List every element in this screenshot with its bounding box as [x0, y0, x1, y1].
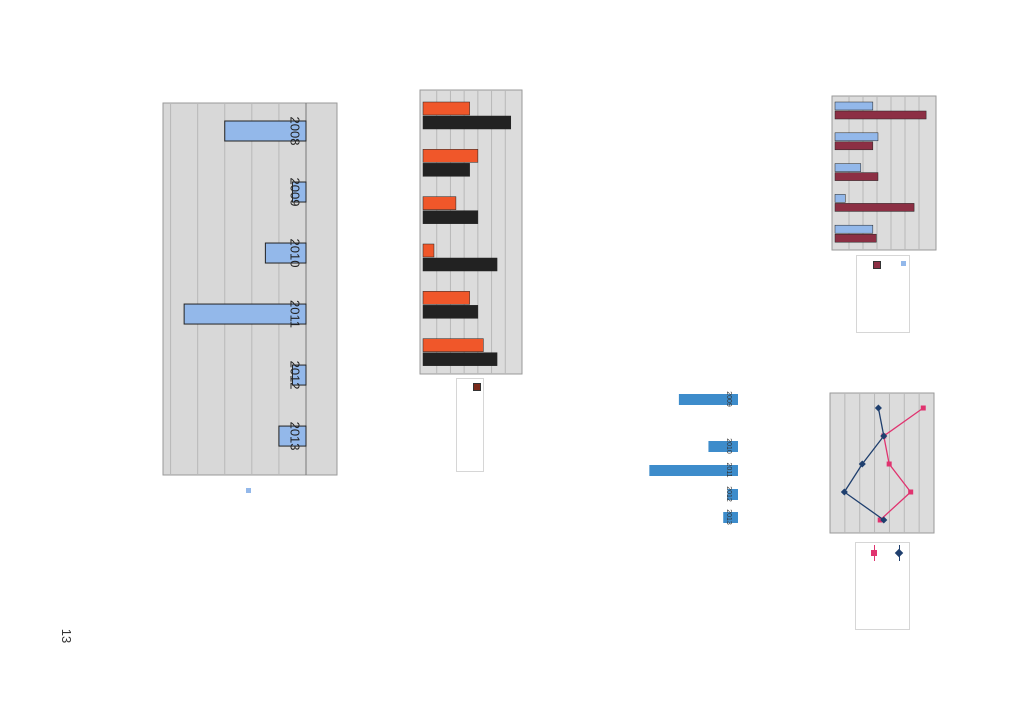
chart-2-svg: [419, 89, 523, 375]
chart-3-svg: [831, 95, 937, 251]
c5-point: [880, 432, 888, 440]
c4-tick-label: 2012: [725, 486, 732, 502]
c1-tick-label: 2012: [288, 361, 303, 390]
c4-tick-label: 2010: [725, 438, 732, 454]
c2-bar: [422, 196, 457, 210]
c1-bar: [264, 242, 307, 264]
c2-bar: [422, 149, 479, 163]
c2-bar: [422, 210, 479, 224]
c1-bar: [291, 364, 307, 386]
c1-tick-label: 2010: [288, 239, 303, 268]
c3-bar: [834, 101, 874, 111]
c5-point: [886, 461, 892, 467]
chart-1-legend-marker: [246, 488, 251, 493]
c3-bar: [834, 132, 879, 142]
c4-bar: [649, 465, 738, 476]
c1-tick-label: 2013: [288, 422, 303, 451]
c1-tick-label: 2009: [288, 178, 303, 207]
c3-bar: [834, 163, 862, 172]
c5-plot-area: [829, 392, 935, 534]
c1-tick-label: 2008: [288, 117, 303, 146]
c1-bar: [278, 425, 307, 447]
c5-point: [908, 489, 914, 495]
c2-bar: [422, 338, 484, 352]
c5-point: [920, 405, 926, 411]
c1-bar: [224, 120, 307, 142]
c3-bar: [834, 203, 915, 212]
chart-1: 2008 2009 2010 2011 2012 2013: [162, 102, 338, 476]
chart-2-legend: [456, 378, 484, 472]
c3-bar: [834, 172, 879, 181]
chart-4-svg: 2009 2010 2011 2012 2013: [649, 391, 738, 525]
chart-3: [831, 95, 937, 251]
chart-5-legend-marker-2: [894, 548, 904, 558]
c1-bar: [291, 181, 307, 203]
chart-2-legend-marker: [473, 383, 481, 391]
c4-bar: [708, 441, 738, 452]
page-number: 13: [59, 628, 74, 644]
c3-bar: [834, 141, 874, 151]
chart-3-legend: [856, 255, 910, 333]
chart-3-legend-marker-1: [873, 261, 881, 269]
chart-5-legend: [855, 542, 910, 630]
c4-bar: [723, 512, 738, 523]
chart-1-svg: 2008 2009 2010 2011 2012 2013: [162, 102, 338, 476]
c1-bar: [183, 303, 307, 325]
c2-bar: [422, 115, 512, 130]
c4-bar: [678, 394, 738, 405]
chart-3-legend-marker-2: [901, 261, 906, 266]
c5-point: [880, 516, 888, 524]
c2-bar: [422, 291, 470, 305]
chart-5: [829, 392, 935, 534]
chart-2: [419, 89, 523, 375]
chart-5-legend-marker-1: [871, 550, 877, 556]
c2-bar: [422, 352, 498, 366]
chart-4: 2009 2010 2011 2012 2013: [640, 385, 744, 525]
c3-bar: [834, 224, 874, 234]
chart-5-svg: [829, 392, 935, 534]
c4-tick-label: 2011: [725, 462, 732, 477]
c1-tick-label: 2011: [288, 300, 303, 328]
c2-bar: [422, 163, 470, 177]
c2-bar: [422, 243, 435, 258]
c1-plot-area: [162, 102, 338, 476]
c2-bar: [422, 257, 498, 272]
c3-bar: [834, 233, 877, 243]
c3-bar: [834, 110, 927, 120]
c5-point: [877, 517, 883, 523]
c4-bar: [727, 489, 738, 500]
c3-bar: [834, 194, 846, 203]
c4-tick-label: 2009: [725, 391, 732, 407]
c4-tick-label: 2013: [725, 509, 732, 525]
c2-plot-area: [419, 89, 523, 375]
c2-bar: [422, 305, 479, 319]
c2-bar: [422, 101, 470, 116]
